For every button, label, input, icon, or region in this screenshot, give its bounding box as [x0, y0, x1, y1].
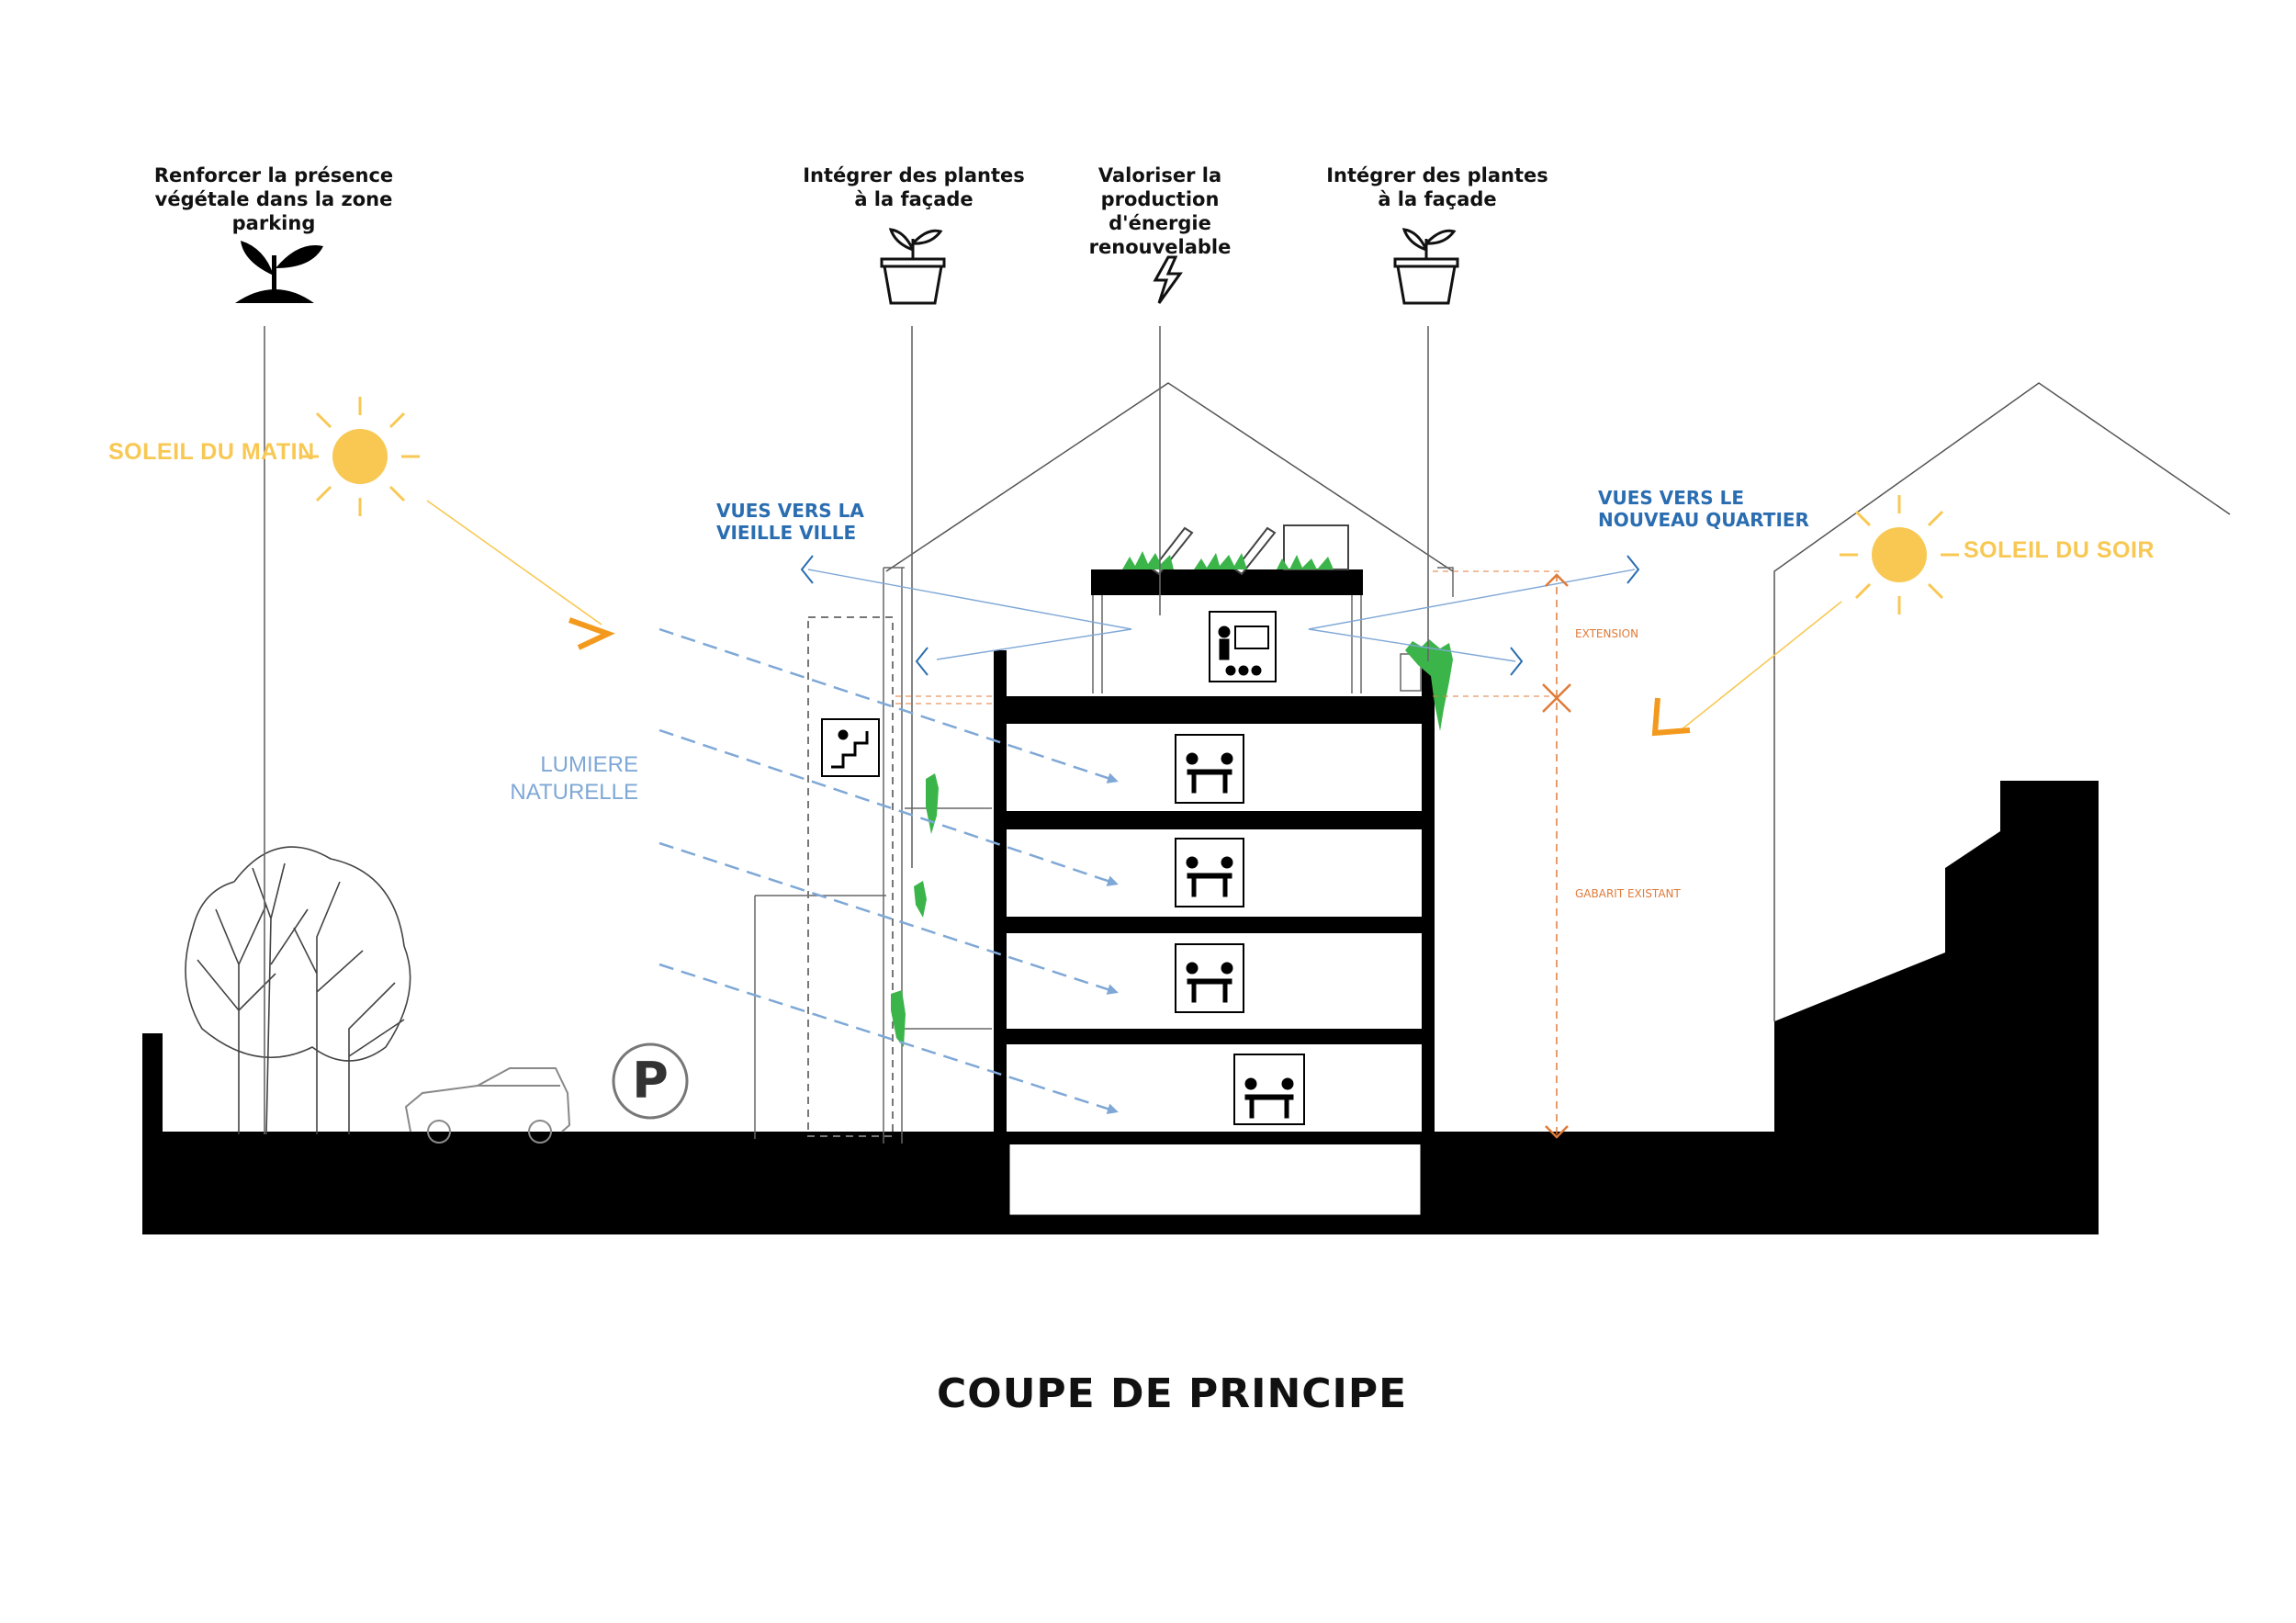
green-roof-plants: [1122, 551, 1334, 569]
annotation-vegetation-parking: Renforcer la présence végétale dans la z…: [145, 163, 402, 235]
facade-plants: [891, 639, 1453, 1047]
annotation-facade-plants-right: Intégrer des plantes à la façade: [1313, 163, 1561, 211]
light-label-line: NATURELLE: [510, 780, 638, 805]
lightning-icon: [1153, 255, 1183, 304]
annotation-renewable-energy: Valoriser la production d'énergie renouv…: [1036, 163, 1284, 259]
building-thin-lines: [754, 567, 1454, 1144]
annotation-line: Valoriser la production: [1097, 164, 1222, 210]
view-label-line: VUES VERS LE: [1598, 487, 1745, 509]
light-label-line: LUMIERE: [540, 752, 638, 777]
page-title: COUPE DE PRINCIPE: [937, 1370, 1408, 1417]
annotation-line: à la façade: [1378, 188, 1497, 210]
morning-sun-label: SOLEIL DU MATIN: [108, 439, 315, 465]
height-dimension: [895, 570, 1571, 1139]
building-section: [994, 569, 1435, 1144]
ground-section: [142, 1033, 2099, 1234]
annotation-line: Intégrer des plantes: [803, 164, 1025, 186]
annotation-line: parking: [231, 212, 316, 234]
annotation-line: d'énergie renouvelable: [1088, 212, 1232, 258]
car: [404, 1067, 571, 1144]
natural-light-label: LUMIERE NATURELLE: [459, 751, 638, 806]
sun-icon-morning: [300, 397, 420, 516]
view-label-line: NOUVEAU QUARTIER: [1598, 509, 1809, 531]
natural-light-arrows: [658, 627, 1119, 1114]
parking-icon: [612, 1043, 689, 1120]
sun-rays: [426, 500, 1842, 737]
view-label-line: VUES VERS LA: [716, 500, 864, 522]
stair-core: [807, 616, 894, 1137]
parking-letter: P: [632, 1052, 669, 1110]
view-lines: [800, 555, 1640, 676]
sprout-icon: [235, 241, 323, 303]
views-old-town-label: VUES VERS LA VIEILLE VILLE: [716, 500, 864, 544]
room-icons: [821, 611, 1305, 1125]
existing-volume-label: GABARIT EXISTANT: [1575, 887, 1681, 900]
extension-label: EXTENSION: [1575, 627, 1639, 640]
sun-icon-evening: [1840, 495, 1959, 614]
tree: [185, 846, 411, 1135]
annotation-line: Renforcer la présence: [153, 164, 394, 186]
solar-panels: [1151, 524, 1349, 576]
annotation-leaders: [264, 326, 1429, 1134]
annotation-facade-plants-left: Intégrer des plantes à la façade: [790, 163, 1038, 211]
view-label-line: VIEILLE VILLE: [716, 522, 857, 544]
annotation-line: à la façade: [854, 188, 974, 210]
views-new-district-label: VUES VERS LE NOUVEAU QUARTIER: [1598, 487, 1809, 531]
roof-outlines: [885, 382, 2231, 1021]
annotation-line: végétale dans la zone: [154, 188, 393, 210]
evening-sun-label: SOLEIL DU SOIR: [1964, 537, 2155, 563]
plant-pot-icon: [1393, 228, 1459, 305]
plant-pot-icon: [880, 228, 946, 305]
neighbour-wall: [1435, 781, 2099, 1141]
annotation-line: Intégrer des plantes: [1326, 164, 1548, 186]
